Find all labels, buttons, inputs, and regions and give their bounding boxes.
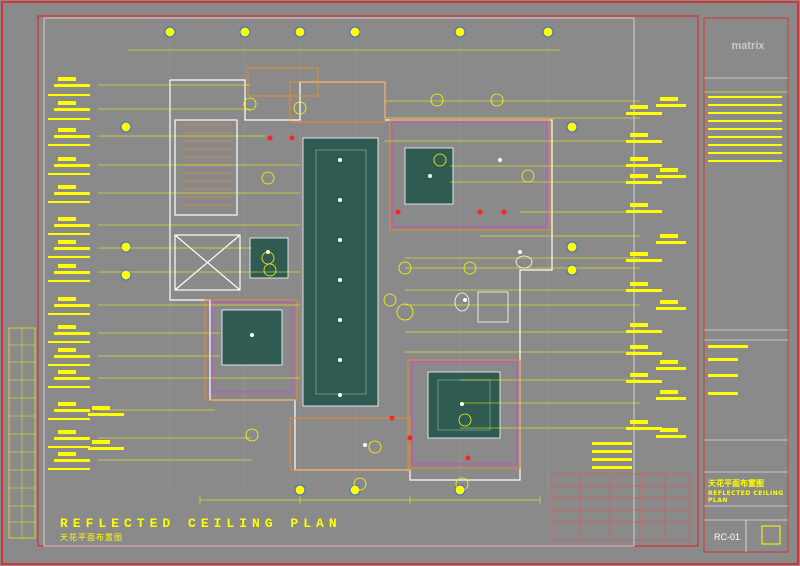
sanitary-fixtures [454,255,533,323]
drawing-number: RC-01 [713,532,740,542]
notes-block [592,442,632,469]
title-block-rows [708,96,782,545]
title-block-cn-title: 天花平面布置图 [708,479,764,488]
material-tags-left [48,77,124,470]
grid-bubbles-right [566,121,578,276]
grid-bubbles-bottom [294,484,466,496]
stair-hatch [180,124,232,206]
title-block [703,17,789,553]
partitions [211,121,548,465]
leader-lines-left [98,84,300,461]
leader-lines-right [385,100,640,429]
bottom-dimension-line [199,496,541,504]
light-fixtures [250,158,522,447]
drawing-title: REFLECTED CEILING PLAN [60,516,342,531]
title-block-en-title: REFLECTED CEILING PLAN [708,490,784,504]
legend-table [551,473,691,541]
grid-bubbles-left [120,121,132,281]
drawing-subtitle-cn: 天花平面布置图 [60,533,123,542]
ceiling-zones [221,137,501,439]
company-logo: matrix [731,40,765,52]
material-tags-right [626,97,686,438]
pendant-symbols [243,93,535,491]
red-markers [267,135,507,461]
left-scale-strip [8,327,36,539]
grid-bubbles-top [164,26,554,38]
finish-outlines [204,67,551,471]
